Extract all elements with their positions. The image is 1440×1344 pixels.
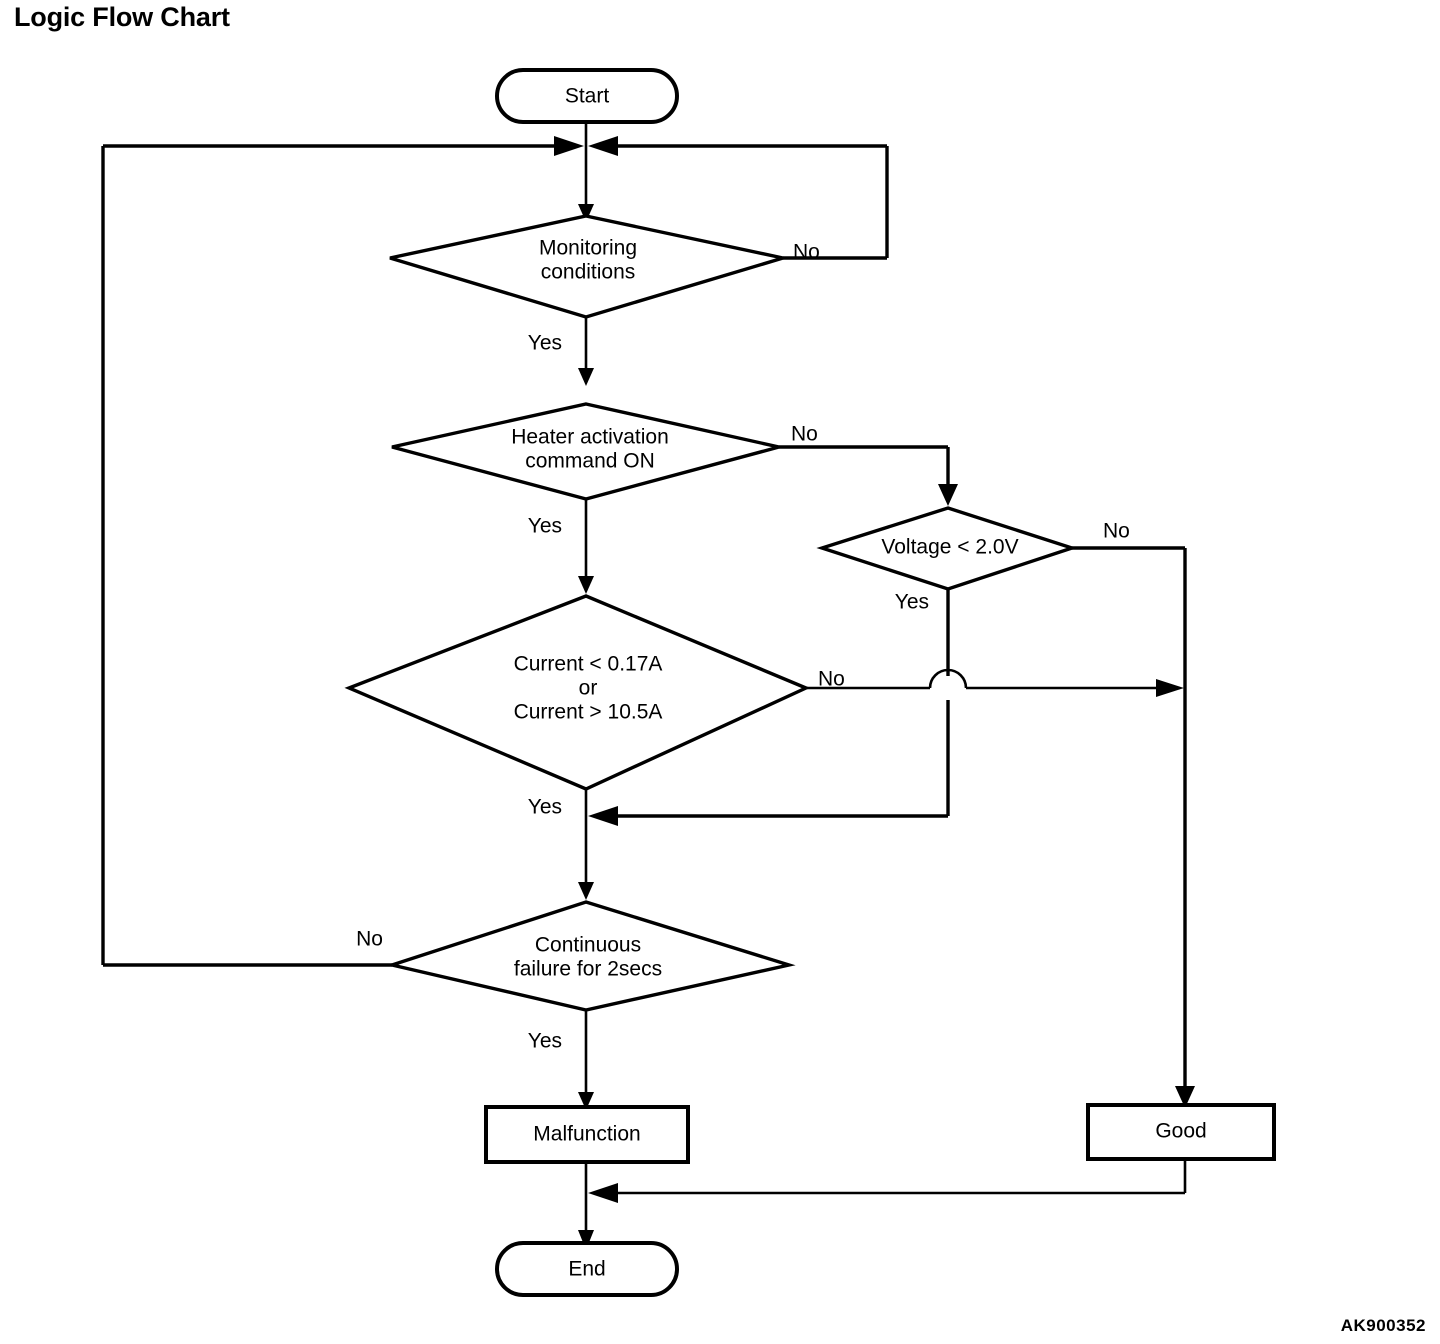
node-current[interactable]: Current < 0.17A or Current > 10.5A (344, 594, 811, 791)
current-label-line2: or (579, 677, 598, 700)
line-hop-crossing (928, 668, 968, 689)
edge-label-continuous-yes: Yes (528, 1030, 562, 1053)
watermark-label: AK900352 (1340, 1316, 1426, 1335)
continuous-shape (385, 900, 796, 1012)
monitoring-label-line1: Monitoring (539, 237, 637, 260)
node-heater-activation[interactable]: Heater activation command ON (391, 402, 780, 501)
continuous-label-line1: Continuous (535, 934, 641, 957)
edge-label-heater-yes: Yes (528, 515, 562, 538)
page-title: Logic Flow Chart (14, 2, 230, 32)
current-label-line1: Current < 0.17A (514, 653, 663, 676)
node-good[interactable]: Good (1086, 1103, 1276, 1161)
good-shape (1086, 1103, 1276, 1161)
end-shape (495, 1241, 679, 1297)
monitoring-label-line2: conditions (541, 261, 636, 284)
continuous-label-line2: failure for 2secs (514, 958, 662, 981)
start-shape (495, 68, 679, 124)
good-label: Good (1155, 1120, 1206, 1143)
voltage-label: Voltage < 2.0V (881, 536, 1018, 559)
heater-label-line1: Heater activation (511, 426, 669, 449)
arrowhead-loopback-left (554, 136, 584, 156)
edge-label-monitoring-no: No (793, 241, 820, 264)
edge-label-monitoring-yes: Yes (528, 332, 562, 355)
node-voltage[interactable]: Voltage < 2.0V (816, 506, 1078, 591)
edge-label-voltage-no: No (1103, 520, 1130, 543)
current-label-line3: Current > 10.5A (514, 701, 663, 724)
arrowhead-into-current (578, 576, 594, 594)
arrowhead-into-monitoring (578, 204, 594, 222)
edge-label-voltage-yes: Yes (895, 591, 929, 614)
node-monitoring-conditions[interactable]: Monitoring conditions (389, 214, 784, 319)
arrowhead-into-good (1175, 1086, 1195, 1108)
edge-label-current-no: No (818, 668, 845, 691)
node-start[interactable]: Start (495, 68, 679, 124)
monitoring-shape (389, 214, 784, 319)
node-malfunction[interactable]: Malfunction (484, 1105, 690, 1164)
arrowhead-loopback-right (588, 136, 618, 156)
start-label: Start (565, 85, 610, 108)
edge-label-current-yes: Yes (528, 796, 562, 819)
arrowhead-into-continuous (578, 882, 594, 900)
arrowhead-current-no-to-good-path (1156, 679, 1184, 697)
edge-label-continuous-no: No (356, 928, 383, 951)
arrowhead-into-voltage (938, 484, 958, 506)
heater-label-line2: command ON (525, 450, 655, 473)
arrowhead-into-end (578, 1230, 594, 1250)
voltage-shape (816, 506, 1078, 591)
malfunction-shape (484, 1105, 690, 1164)
heater-shape (391, 402, 780, 501)
node-continuous-failure[interactable]: Continuous failure for 2secs (385, 900, 796, 1012)
arrowhead-good-merge (588, 1183, 618, 1203)
arrowhead-into-heater (578, 368, 594, 386)
arrowhead-voltage-yes-merge (588, 806, 618, 826)
edge-label-heater-no: No (791, 423, 818, 446)
end-label: End (568, 1258, 605, 1281)
node-end[interactable]: End (495, 1241, 679, 1297)
malfunction-label: Malfunction (533, 1123, 640, 1146)
arrowhead-into-malfunction (578, 1092, 594, 1110)
current-shape (344, 594, 811, 791)
